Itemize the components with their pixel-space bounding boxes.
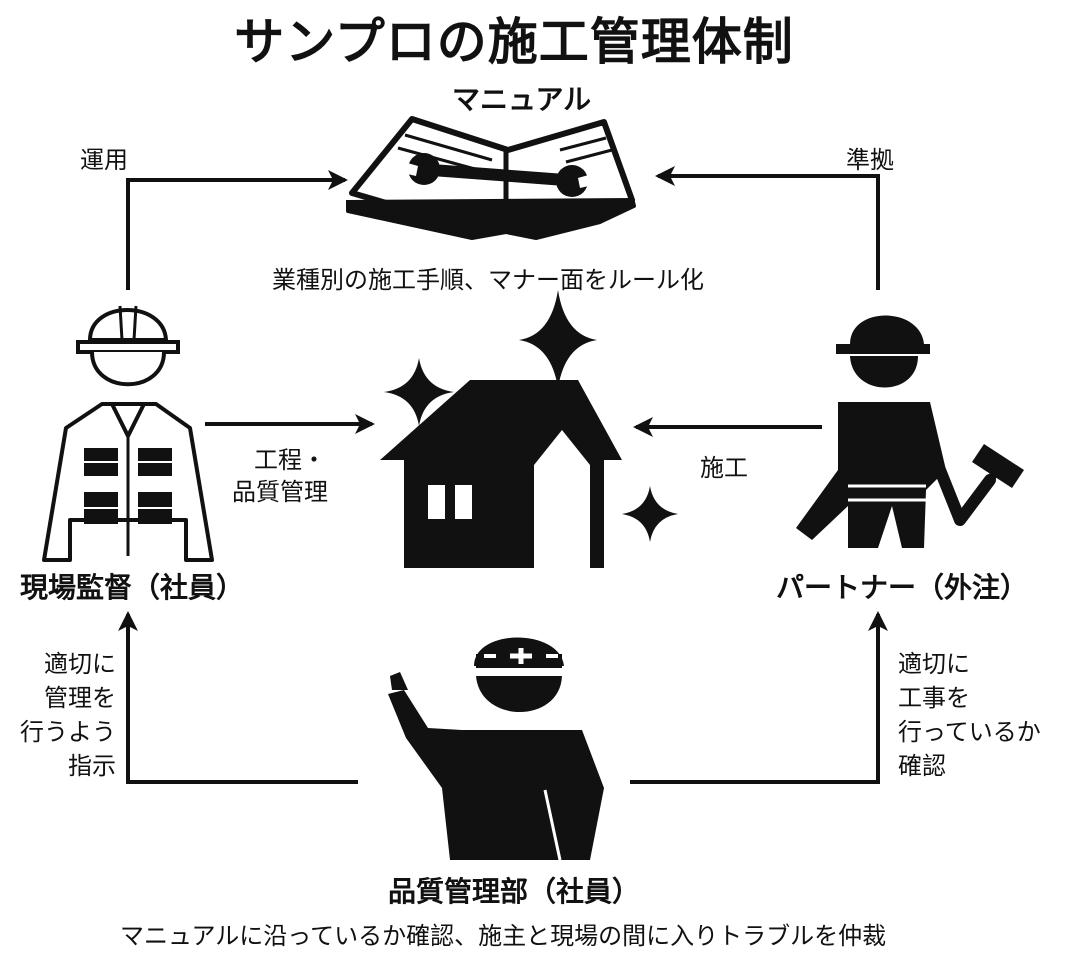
supervisor-label: 現場監督（社員） [20,571,245,604]
page-title: サンプロの施工管理体制 [234,13,794,71]
label-quality-to-supervisor-line4: 指示 [68,752,116,780]
manual-label: マニュアル [452,83,592,116]
quality-dept-label: 品質管理部（社員） [388,875,641,908]
arrow-partner-to-manual [655,166,880,290]
label-partner-to-house: 施工 [700,454,748,482]
wrench-icon [403,153,593,197]
partner-worker-icon [796,315,996,548]
arrow-quality-to-supervisor [118,611,358,784]
label-supervisor-to-house-line2: 品質管理 [232,478,328,506]
manual-description: 業種別の施工手順、マナー面をルール化 [272,266,704,294]
label-supervisor-to-house-line1: 工程・ [254,446,326,474]
manual-book-icon [346,116,636,240]
label-quality-to-supervisor-line3: 行うよう [20,718,116,746]
hammer-icon [972,444,1024,490]
supervisor-worker-icon [42,305,214,562]
label-quality-to-supervisor-line1: 適切に [44,650,116,678]
sparkle-icon [519,290,597,388]
sparkle-icon [622,486,678,542]
label-quality-to-partner-line4: 確認 [898,752,946,780]
arrow-supervisor-to-manual [126,170,348,290]
label-supervisor-to-manual: 運用 [80,146,128,174]
label-partner-to-manual: 準拠 [846,146,894,174]
partner-label: パートナー（外注） [776,571,1029,604]
arrow-quality-to-partner [630,611,888,784]
quality-dept-description: マニュアルに沿っているか確認、施主と現場の間に入りトラブルを仲裁 [120,922,887,950]
house-icon [380,380,622,568]
label-quality-to-partner-line2: 工事を [898,684,970,712]
label-quality-to-partner-line3: 行っているか [898,718,1041,746]
label-quality-to-partner-line1: 適切に [898,650,970,678]
label-quality-to-supervisor-line2: 管理を [44,684,116,712]
quality-inspector-icon [388,637,604,861]
sparkle-icon [384,358,454,426]
